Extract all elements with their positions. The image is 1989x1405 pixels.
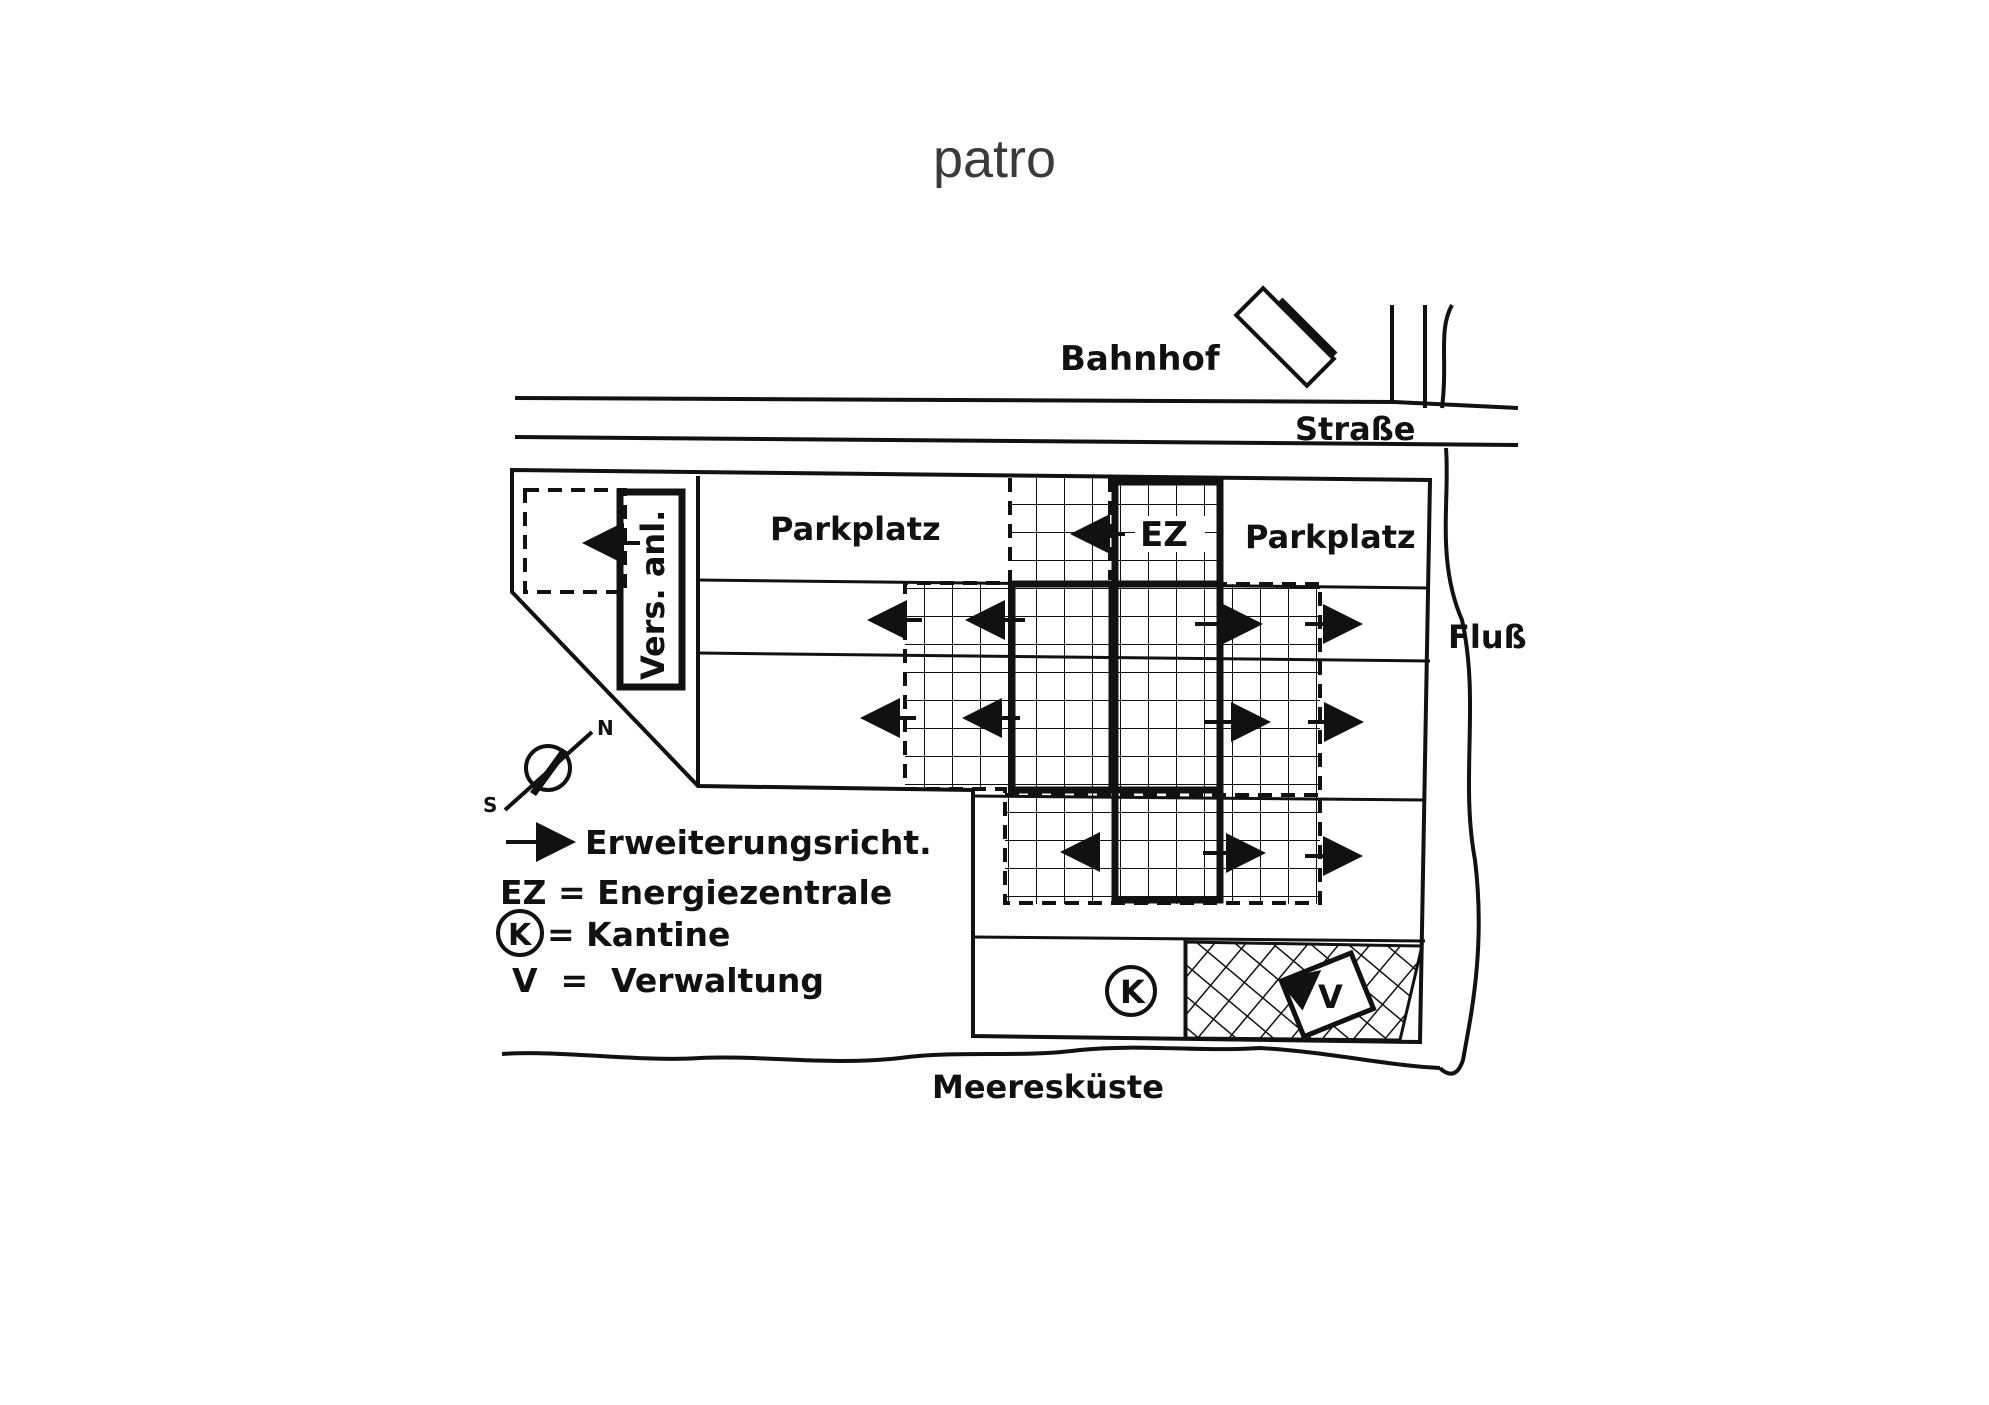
legend-arrow-text: Erweiterungsricht. — [585, 823, 932, 862]
legend: Erweiterungsricht. EZ = Energiezentrale … — [496, 822, 932, 1000]
legend-k-symbol: K — [508, 918, 533, 953]
label-ez: EZ — [1140, 515, 1188, 555]
label-meereskueste: Meeresküste — [932, 1068, 1164, 1106]
expansion-outlines — [903, 478, 1322, 905]
road — [514, 304, 1519, 447]
label-parkplatz-right: Parkplatz — [1245, 518, 1416, 556]
label-kantine-symbol: K — [1120, 973, 1146, 1011]
bahnhof-building — [1233, 285, 1338, 389]
page-title: patro — [932, 129, 1057, 189]
kantine-marker — [1105, 965, 1157, 1017]
compass-south-label: S — [483, 793, 497, 817]
compass-icon: N S — [483, 716, 614, 817]
compass-north-label: N — [597, 716, 614, 740]
label-verwaltung-symbol: V — [1318, 978, 1343, 1016]
legend-k-text: = Kantine — [547, 915, 730, 954]
legend-v-text: V = Verwaltung — [512, 961, 824, 1000]
coast-line — [501, 1045, 1441, 1070]
label-strasse: Straße — [1295, 410, 1415, 448]
river-bank — [1438, 447, 1481, 1076]
expansion-arrows — [582, 514, 1364, 1011]
legend-kantine-circle — [496, 909, 544, 957]
label-bahnhof: Bahnhof — [1060, 339, 1221, 379]
kantine-verwaltung-block — [1105, 940, 1424, 1042]
label-parkplatz-left: Parkplatz — [770, 510, 941, 548]
label-vers-anl: Vers. anl. — [634, 510, 672, 680]
existing-halls — [1008, 478, 1224, 904]
site-boundary — [510, 467, 1433, 1045]
label-fluss: Fluß — [1448, 618, 1527, 656]
legend-ez-text: EZ = Energiezentrale — [500, 873, 892, 912]
